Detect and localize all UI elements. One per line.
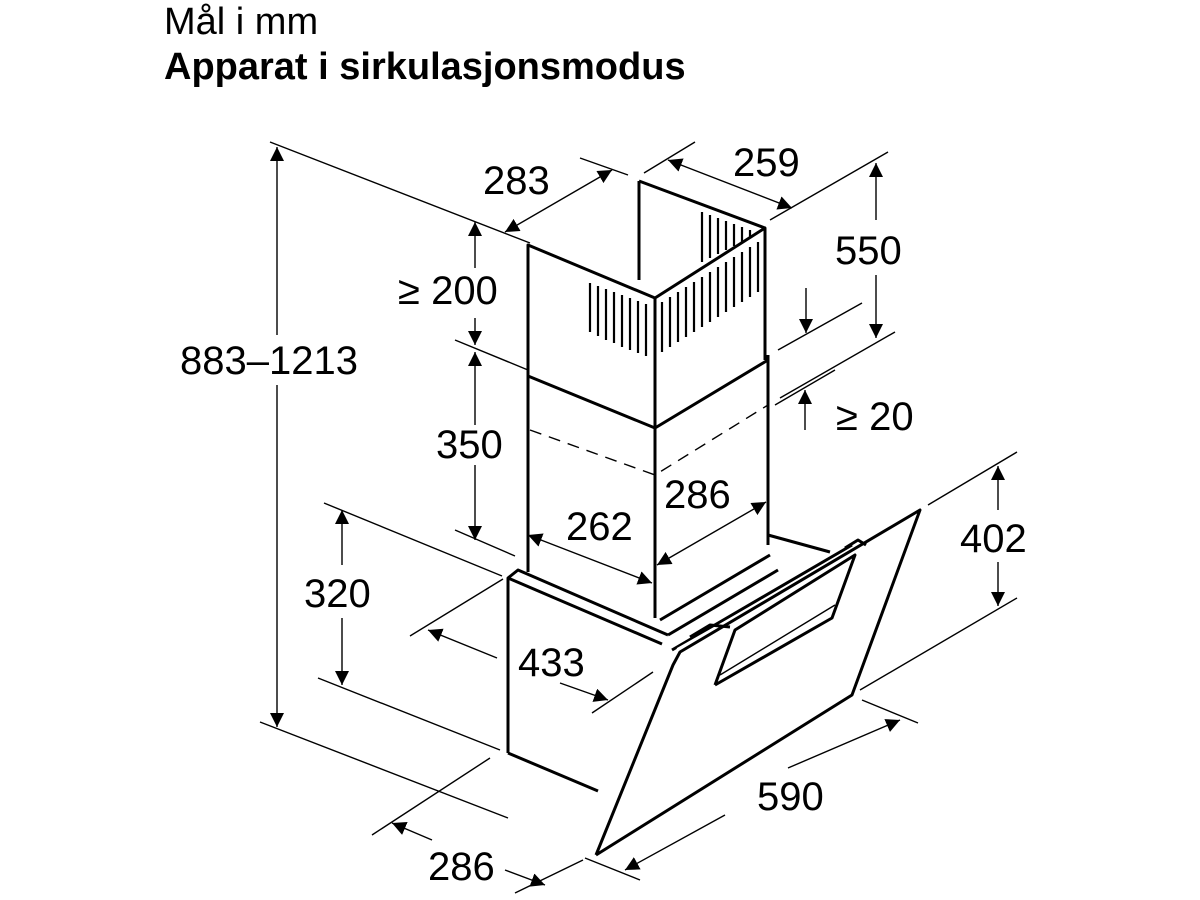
label-canopy-width: 590 xyxy=(757,775,824,819)
vent-slots-left xyxy=(588,283,648,356)
label-min-ceiling-gap: ≥ 200 xyxy=(398,269,498,313)
glass-canopy xyxy=(594,508,922,857)
vent-slots-back xyxy=(700,212,752,262)
label-chimney-wall-offset: 320 xyxy=(304,572,371,616)
label-upper-chimney-width: 259 xyxy=(733,141,800,185)
label-upper-chimney-height: 550 xyxy=(835,229,902,273)
label-canopy-depth: 433 xyxy=(518,641,585,685)
title-units: Mål i mm xyxy=(164,1,319,43)
vent-slots-right xyxy=(660,242,760,352)
dimension-lines xyxy=(259,141,1018,894)
label-lower-chimney-depth: 286 xyxy=(664,473,731,517)
label-upper-chimney-depth: 283 xyxy=(483,159,550,203)
dimension-labels: 883–1213 283 259 550 ≥ 200 350 ≥ 20 262 … xyxy=(180,141,1027,889)
label-lower-chimney-width: 262 xyxy=(566,505,633,549)
label-total-height: 883–1213 xyxy=(180,339,358,383)
canopy-box xyxy=(506,533,853,793)
label-lower-chimney-height: 350 xyxy=(436,423,503,467)
label-min-overlap: ≥ 20 xyxy=(836,395,914,439)
title-mode: Apparat i sirkulasjonsmodus xyxy=(164,46,686,88)
label-canopy-height: 402 xyxy=(960,517,1027,561)
label-bottom-depth: 286 xyxy=(428,845,495,889)
